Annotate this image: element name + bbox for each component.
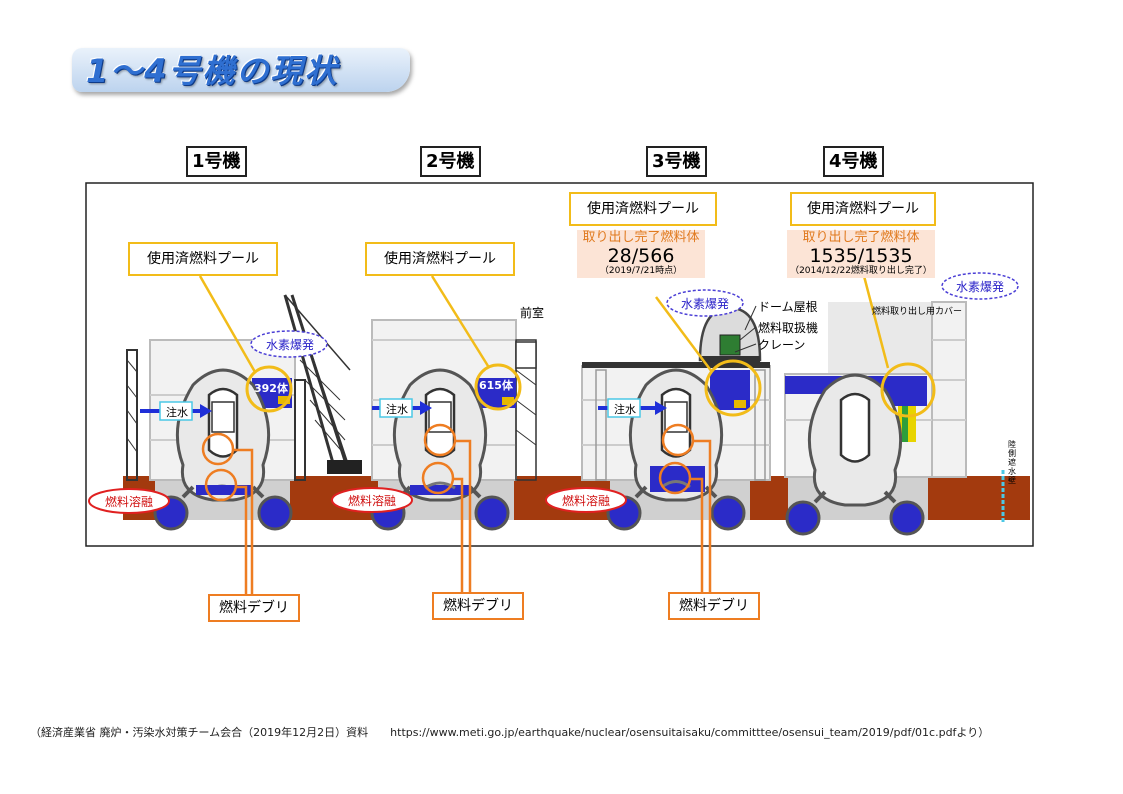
- unit1-debris-label: 燃料デブリ: [208, 594, 300, 622]
- title-banner: [72, 48, 410, 92]
- unit1-pool-label: 使用済燃料プール: [128, 242, 278, 276]
- unit3-hydrogen-text: 水素爆発: [680, 297, 729, 311]
- unit2-water-injection: 注水: [386, 403, 408, 416]
- unit1-hydrogen-text: 水素爆発: [265, 338, 314, 352]
- unit4-hydrogen-text: 水素爆発: [955, 280, 1004, 294]
- unit1-meltdown: 燃料溶融: [104, 495, 153, 509]
- unit4-removal-count: 1535/1535: [809, 245, 913, 267]
- unit3-meltdown: 燃料溶融: [561, 494, 610, 508]
- unit3-removal-count: 28/566: [607, 245, 675, 267]
- unit3-water-injection: 注水: [614, 403, 636, 416]
- unit2-label: 2号機: [420, 146, 481, 177]
- unit3-building: [581, 296, 771, 594]
- unit3-debris-label: 燃料デブリ: [668, 592, 760, 620]
- unit3-handling-machine: 燃料取扱機: [758, 321, 819, 335]
- unit3-removal-heading: 取り出し完了燃料体: [582, 230, 700, 245]
- unit2-annex-label: 前室: [520, 306, 545, 320]
- unit4-pool-label: 使用済燃料プール: [790, 192, 936, 226]
- unit4-hydrogen-cloud: [941, 272, 1019, 300]
- page-title: 1～4号機の現状: [86, 52, 339, 90]
- unit4-removal-box: 取り出し完了燃料体 1535/1535 （2014/12/22燃料取り出し完了）: [787, 230, 935, 278]
- unit2-pool-label: 使用済燃料プール: [365, 242, 515, 276]
- unit4-removal-note: （2014/12/22燃料取り出し完了）: [790, 266, 932, 276]
- unit4-seawall-label: 陸側遮水壁: [1008, 440, 1016, 485]
- unit3-removal-box: 取り出し完了燃料体 28/566 （2019/7/21時点）: [577, 230, 705, 278]
- unit2-pool-count: 615体: [479, 379, 513, 392]
- unit4-label: 4号機: [823, 146, 884, 177]
- unit1-building: [126, 275, 362, 596]
- unit1-water-injection: 注水: [166, 406, 188, 419]
- unit3-dome-roof: ドーム屋根: [758, 300, 818, 314]
- unit1-pool-count: 392体: [254, 382, 288, 395]
- unit2-building: [370, 275, 537, 594]
- unit2-debris-label: 燃料デブリ: [432, 592, 524, 620]
- unit2-meltdown: 燃料溶融: [347, 494, 396, 508]
- unit1-label: 1号機: [186, 146, 247, 177]
- source-citation: （経済産業省 廃炉・汚染水対策チーム会合（2019年12月2日）資料 https…: [30, 726, 990, 739]
- unit3-hydrogen-cloud: [666, 289, 744, 317]
- unit4-cover-label: 燃料取り出し用カバー: [872, 307, 963, 317]
- unit4-building: [784, 275, 1005, 536]
- unit3-pool-label: 使用済燃料プール: [569, 192, 717, 226]
- unit1-hydrogen-cloud: [250, 330, 328, 358]
- unit3-removal-note: （2019/7/21時点）: [599, 266, 683, 276]
- unit3-crane: クレーン: [758, 338, 806, 352]
- unit3-label: 3号機: [646, 146, 707, 177]
- unit4-removal-heading: 取り出し完了燃料体: [802, 230, 920, 245]
